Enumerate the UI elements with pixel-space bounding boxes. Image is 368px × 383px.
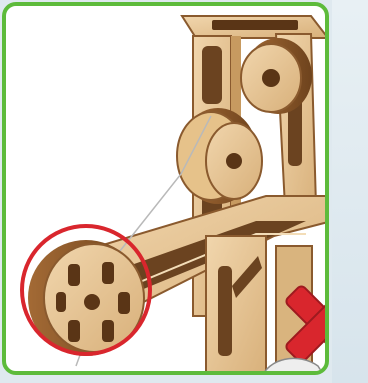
bottom-gear (261, 358, 326, 375)
background-strip (332, 0, 368, 383)
model-illustration (6, 6, 329, 375)
green-frame (2, 2, 329, 375)
upper-pulley (241, 38, 312, 114)
